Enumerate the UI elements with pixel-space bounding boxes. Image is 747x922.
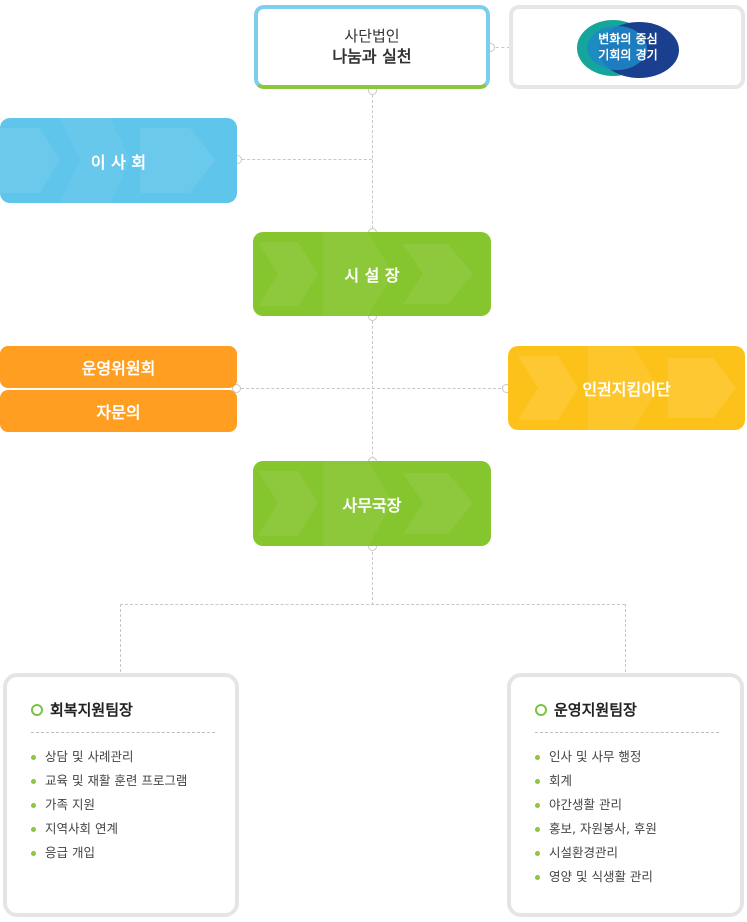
circle-bullet-icon	[535, 703, 547, 716]
list-item-text: 교육 및 재활 훈련 프로그램	[45, 773, 188, 788]
bullet-icon	[31, 802, 36, 808]
connector-committee-rights	[236, 388, 506, 389]
list-item: 야간생활 관리	[535, 793, 716, 817]
team-card-recovery: 회복지원팀장 상담 및 사례관리 교육 및 재활 훈련 프로그램 가족 지원 지…	[3, 673, 239, 917]
list-item-text: 홍보, 자원봉사, 후원	[549, 821, 657, 836]
list-item: 지역사회 연계	[31, 817, 211, 841]
connector-teams	[120, 604, 625, 605]
list-item-text: 야간생활 관리	[549, 797, 622, 812]
box-pattern	[258, 232, 473, 316]
bullet-icon	[535, 826, 540, 832]
divider	[31, 732, 215, 733]
director-label: 시 설 장	[344, 266, 400, 285]
list-item-text: 지역사회 연계	[45, 821, 118, 836]
list-item: 가족 지원	[31, 793, 211, 817]
list-item-text: 상담 및 사례관리	[45, 749, 134, 764]
list-item-text: 회계	[549, 773, 573, 788]
connector-slogan	[490, 47, 510, 48]
bullet-icon	[535, 850, 540, 856]
advisory-label: 자문의	[96, 403, 141, 422]
team-title-row: 회복지원팀장	[31, 699, 211, 720]
list-item: 응급 개입	[31, 841, 211, 865]
committee-box: 운영위원회	[0, 346, 237, 388]
committee-label: 운영위원회	[81, 359, 156, 378]
rights-team-label: 인권지킴이단	[582, 380, 671, 399]
connector-team1	[120, 604, 121, 672]
duty-list: 상담 및 사례관리 교육 및 재활 훈련 프로그램 가족 지원 지역사회 연계 …	[31, 745, 211, 865]
list-item: 영양 및 식생활 관리	[535, 865, 716, 889]
team-card-operations: 운영지원팀장 인사 및 사무 행정 회계 야간생활 관리 홍보, 자원봉사, 후…	[507, 673, 744, 917]
list-item-text: 응급 개입	[45, 845, 95, 860]
list-item-text: 가족 지원	[45, 797, 95, 812]
bullet-icon	[535, 802, 540, 808]
org-top-line2: 나눔과 실천	[332, 47, 412, 66]
bullet-icon	[535, 874, 540, 880]
org-top-box: 사단법인 나눔과 실천	[254, 5, 490, 89]
board-label: 이 사 회	[90, 152, 147, 172]
list-item-text: 시설환경관리	[549, 845, 619, 860]
secretary-box: 사무국장	[253, 461, 491, 546]
board-box: 이 사 회	[0, 118, 237, 203]
secretary-label: 사무국장	[342, 495, 402, 515]
list-item: 회계	[535, 769, 716, 793]
slogan-line2: 기회의 경기	[598, 47, 657, 62]
list-item-text: 인사 및 사무 행정	[549, 749, 642, 764]
list-item: 시설환경관리	[535, 841, 716, 865]
bullet-icon	[31, 754, 36, 760]
list-item: 인사 및 사무 행정	[535, 745, 716, 769]
duty-list: 인사 및 사무 행정 회계 야간생활 관리 홍보, 자원봉사, 후원 시설환경관…	[535, 745, 716, 889]
rights-team-box: 인권지킴이단	[508, 346, 745, 430]
connector-board	[237, 159, 372, 160]
advisory-box: 자문의	[0, 390, 237, 432]
slogan-logo: 변화의 중심 기회의 경기	[509, 5, 745, 89]
connector-main-vertical	[372, 90, 373, 605]
bullet-icon	[31, 826, 36, 832]
list-item: 상담 및 사례관리	[31, 745, 211, 769]
box-pattern	[258, 461, 473, 546]
connector-team2	[625, 604, 626, 672]
slogan-emblem: 변화의 중심 기회의 경기	[577, 20, 679, 78]
team-title: 회복지원팀장	[50, 701, 133, 719]
bullet-icon	[31, 778, 36, 784]
list-item: 홍보, 자원봉사, 후원	[535, 817, 716, 841]
box-pattern	[518, 346, 736, 430]
team-title: 운영지원팀장	[554, 701, 637, 719]
bullet-icon	[535, 778, 540, 784]
connector-dot	[232, 384, 241, 393]
box-pattern	[0, 118, 215, 203]
org-top-line1: 사단법인	[344, 27, 400, 45]
list-item: 교육 및 재활 훈련 프로그램	[31, 769, 211, 793]
divider	[535, 732, 719, 733]
bullet-icon	[535, 754, 540, 760]
director-box: 시 설 장	[253, 232, 491, 316]
list-item-text: 영양 및 식생활 관리	[549, 869, 653, 884]
bullet-icon	[31, 850, 36, 856]
circle-bullet-icon	[31, 703, 43, 716]
team-title-row: 운영지원팀장	[535, 699, 716, 720]
slogan-line1: 변화의 중심	[598, 31, 657, 46]
